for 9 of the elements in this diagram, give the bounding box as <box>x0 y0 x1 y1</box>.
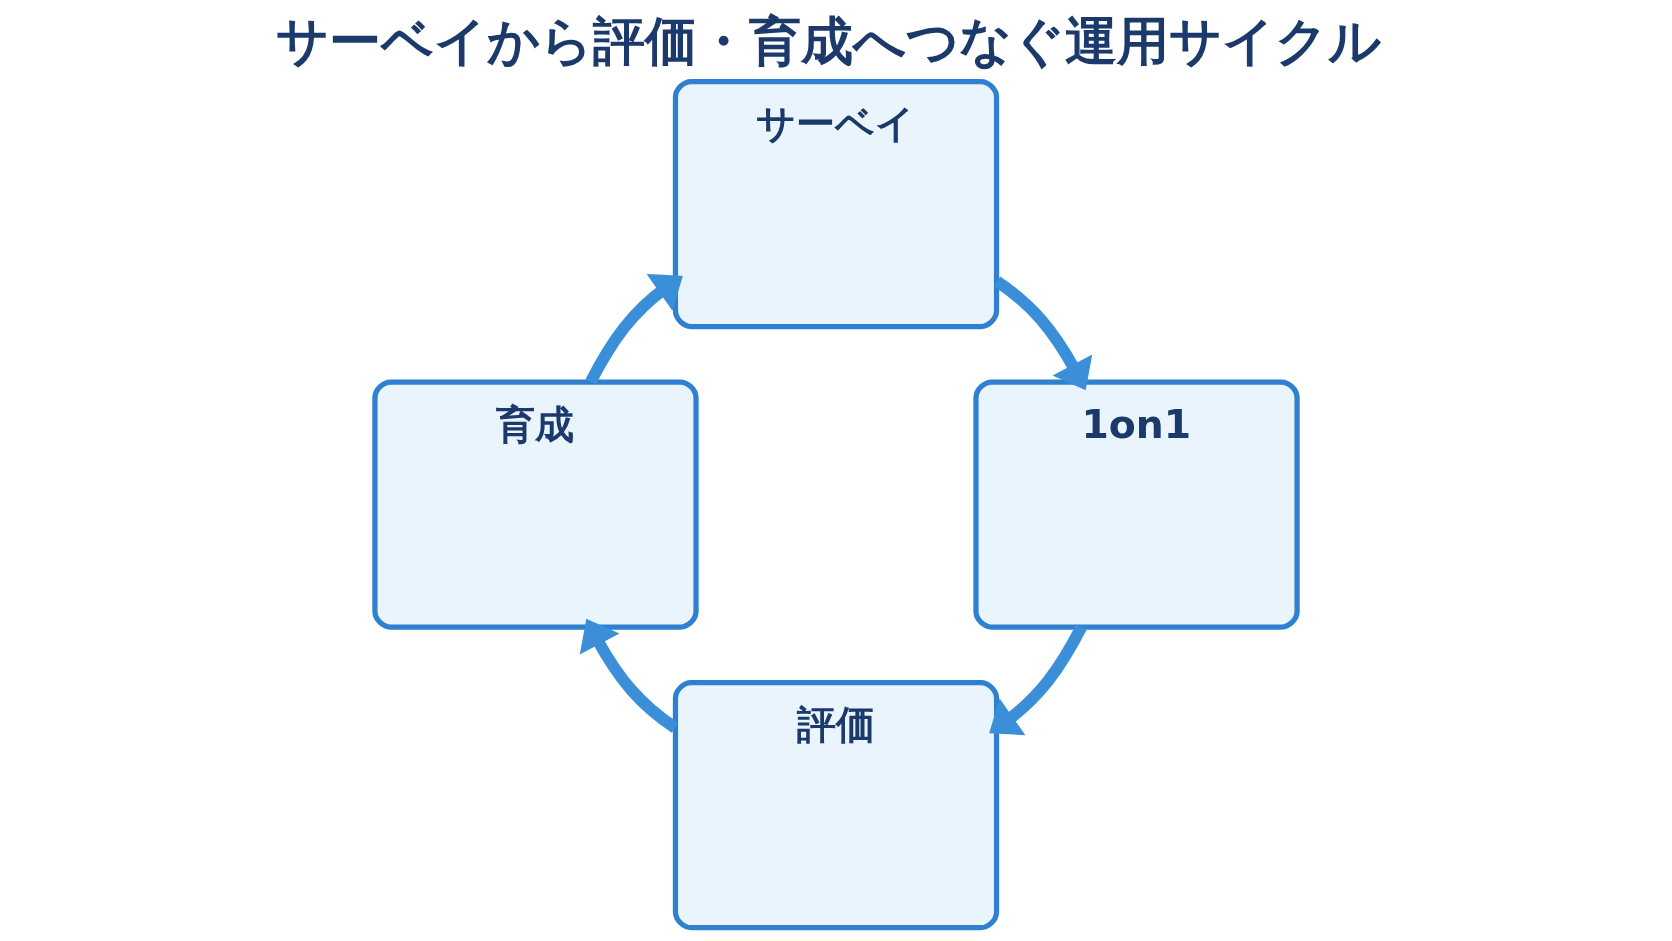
node-box: サーベイ <box>672 78 1000 330</box>
node-box: 1on1 <box>973 379 1300 630</box>
arrow <box>993 276 1093 391</box>
node-box: 育成 <box>372 379 699 630</box>
arrow <box>989 624 1087 736</box>
node-box: 評価 <box>672 679 1000 931</box>
arrow <box>585 273 683 385</box>
diagram-title: サーベイから評価・育成へつなぐ運用サイクル <box>275 10 1381 72</box>
arrow <box>579 618 679 733</box>
